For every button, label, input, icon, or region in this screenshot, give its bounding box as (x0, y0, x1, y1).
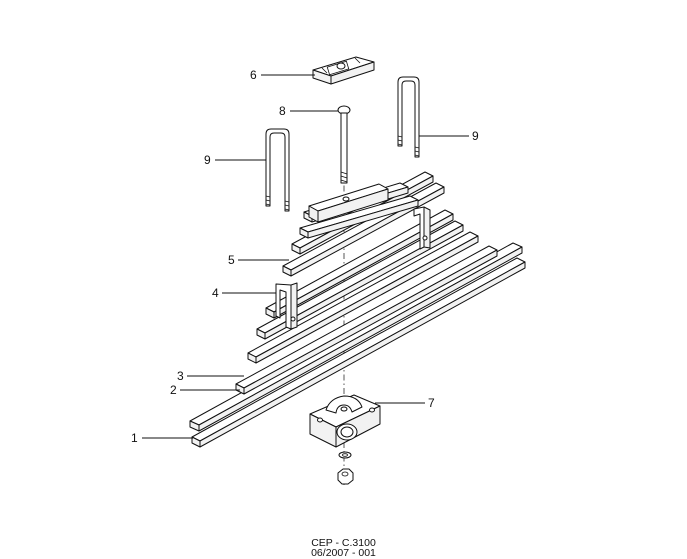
callout-9-right: 9 (472, 129, 479, 143)
part-6-clamp-plate (312, 56, 375, 85)
part-8-centre-bolt (337, 105, 351, 184)
leader-lines (142, 74, 469, 439)
part-7-axle-seat (309, 394, 381, 448)
part-9-u-bolt-left (265, 128, 290, 212)
leaf-spring-stack (189, 171, 526, 448)
part-9-u-bolt-right (397, 76, 420, 158)
callout-7: 7 (428, 396, 435, 410)
callout-labels: 1 2 3 4 5 6 7 8 9 9 (131, 68, 479, 445)
drawing-date: 06/2007 - 001 (311, 547, 376, 559)
callout-9-left: 9 (204, 153, 211, 167)
washer-and-nut (337, 451, 354, 485)
callout-2: 2 (170, 383, 177, 397)
callout-8: 8 (279, 104, 286, 118)
callout-3: 3 (177, 369, 184, 383)
part-4-rebound-clip-left (275, 282, 298, 330)
callout-4: 4 (212, 286, 219, 300)
callout-5: 5 (228, 253, 235, 267)
rebound-clip-right (413, 206, 431, 250)
callout-1: 1 (131, 431, 138, 445)
callout-6: 6 (250, 68, 257, 82)
drawing-code: CEP - C.3100 (311, 537, 376, 549)
